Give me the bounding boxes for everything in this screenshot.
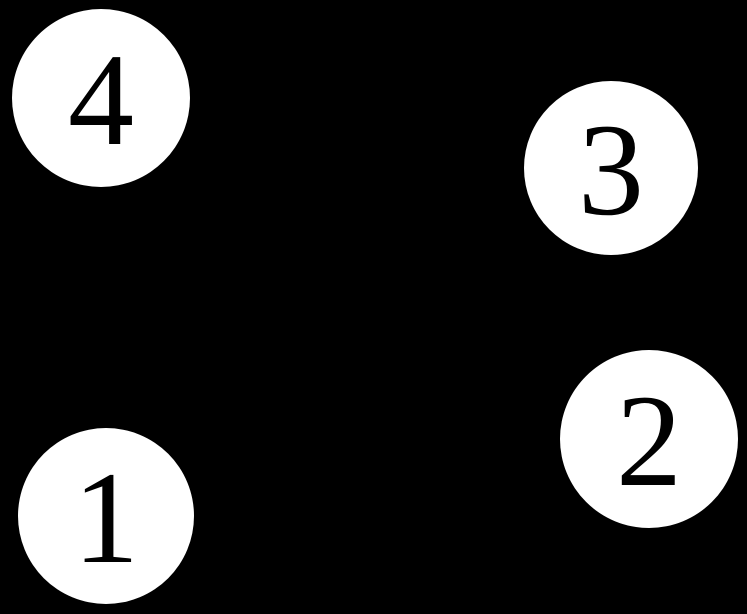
graph-node-4[interactable]: 4 <box>12 9 190 187</box>
graph-node-1[interactable]: 1 <box>18 428 194 604</box>
node-label-1: 1 <box>73 444 139 591</box>
node-label-2: 2 <box>616 367 682 514</box>
node-label-3: 3 <box>578 96 644 243</box>
graph-node-2[interactable]: 2 <box>560 350 738 528</box>
graph-node-3[interactable]: 3 <box>524 81 698 255</box>
node-label-4: 4 <box>68 26 134 173</box>
